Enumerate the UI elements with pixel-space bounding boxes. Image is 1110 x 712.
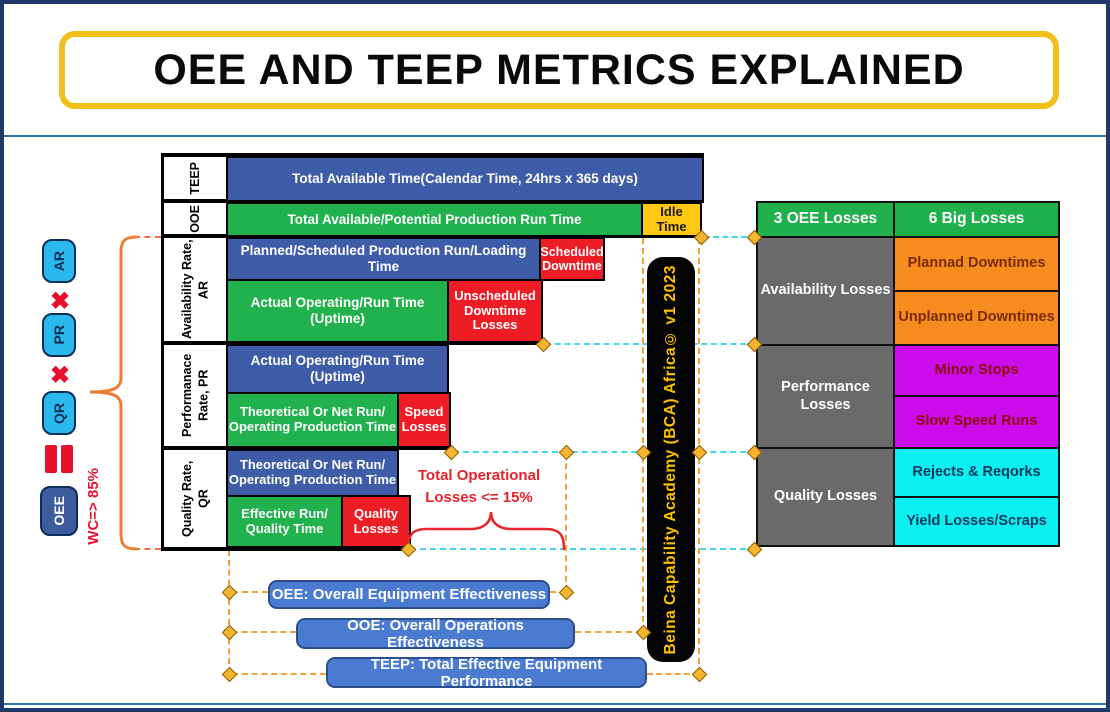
row-label-quality-rate: Quality Rate, QR bbox=[179, 460, 210, 537]
bar-theoretical-net-run-green: Theoretical Or Net Run/ Operating Produc… bbox=[226, 392, 399, 448]
row-label-availability-rate: Availability Rate, AR bbox=[179, 239, 210, 340]
connector-diamond bbox=[691, 666, 707, 682]
bar-total-potential-run-time: Total Available/Potential Production Run… bbox=[226, 202, 643, 237]
connector-diamond bbox=[558, 444, 574, 460]
connector-diamond bbox=[558, 584, 574, 600]
legend-ooe-button: OOE: Overall Operations Effectiveness bbox=[296, 617, 575, 651]
bar-actual-operating-time-blue: Actual Operating/Run Time (Uptime) bbox=[226, 344, 449, 394]
loss-item-rejects-reworks: Rejects & Reqorks bbox=[893, 447, 1060, 498]
bar-unscheduled-downtime-losses: Unscheduled Downtime Losses bbox=[447, 279, 543, 343]
operational-losses-note: Total Operational Losses <= 15% bbox=[417, 466, 541, 507]
formula-brace bbox=[89, 235, 138, 551]
row-divider bbox=[161, 547, 414, 551]
connector-cyan bbox=[704, 236, 756, 238]
connector-cyan bbox=[410, 548, 756, 550]
bar-idle-time: Idle Time bbox=[641, 202, 702, 237]
qr-badge-label: QR bbox=[51, 402, 67, 424]
multiply-icon: ✖ bbox=[49, 362, 71, 389]
connector-cyan bbox=[453, 451, 756, 453]
connector-orange-horizontal bbox=[232, 631, 296, 633]
connector-diamond bbox=[221, 584, 237, 600]
connector-orange-vertical bbox=[228, 550, 230, 674]
bar-quality-losses: Quality Losses bbox=[341, 495, 411, 548]
connector-diamond bbox=[221, 624, 237, 640]
legend-oee-button: OEE: Overall Equipment Effectiveness bbox=[268, 580, 550, 609]
page-title: OEE AND TEEP METRICS EXPLAINED bbox=[153, 45, 965, 94]
loss-item-yield-losses: Yield Losses/Scraps bbox=[893, 496, 1060, 547]
loss-item-slow-speed-runs: Slow Speed Runs bbox=[893, 395, 1060, 449]
bar-planned-loading-time: Planned/Scheduled Production Run/Loading… bbox=[226, 237, 541, 281]
pr-badge: PR bbox=[42, 313, 76, 357]
loss-item-planned-downtimes: Plannad Downtimes bbox=[893, 236, 1060, 292]
bar-total-available-time: Total Available Time(Calendar Time, 24hr… bbox=[226, 156, 704, 202]
connector-orange-horizontal bbox=[550, 591, 566, 593]
pr-badge-label: PR bbox=[51, 325, 67, 345]
multiply-icon: ✖ bbox=[49, 288, 71, 315]
loss-item-unplanned-downtimes: Unplanned Downtimes bbox=[893, 290, 1060, 346]
loss-group-quality: Quality Losses bbox=[756, 447, 895, 547]
losses-header-6-big: 6 Big Losses bbox=[893, 201, 1060, 238]
footer-divider bbox=[4, 703, 1106, 705]
equals-icon bbox=[45, 445, 57, 473]
row-label-performance-rate: Performanace Rate, PR bbox=[179, 353, 210, 438]
oee-badge-label: OEE bbox=[51, 496, 67, 526]
row-label-ooe: OOE bbox=[187, 204, 202, 233]
bar-theoretical-net-run-blue: Theoretical Or Net Run/ Operating Produc… bbox=[226, 449, 399, 497]
connector-orange-horizontal bbox=[647, 673, 699, 675]
ar-badge-label: AR bbox=[51, 250, 67, 272]
connector-orange-vertical bbox=[565, 453, 567, 592]
bar-scheduled-downtime: Scheduled Downtime bbox=[539, 237, 605, 281]
loss-item-minor-stops: Minor Stops bbox=[893, 344, 1060, 397]
bar-speed-losses: Speed Losses bbox=[397, 392, 451, 448]
qr-badge: QR bbox=[42, 391, 76, 435]
credit-bar: Beina Capability Academy (BCA) Africa© v… bbox=[647, 257, 695, 662]
brace-connector bbox=[134, 236, 161, 238]
connector-orange-horizontal bbox=[575, 631, 642, 633]
connector-orange-vertical bbox=[642, 238, 644, 632]
connector-orange-horizontal bbox=[232, 591, 268, 593]
bar-effective-run-quality-time: Effective Run/ Quality Time bbox=[226, 495, 343, 548]
credit-text: Beina Capability Academy (BCA) Africa© v… bbox=[662, 264, 679, 655]
oee-badge: OEE bbox=[40, 486, 78, 536]
legend-teep-button: TEEP: Total Effective Equipment Performa… bbox=[326, 656, 647, 690]
connector-orange-horizontal bbox=[232, 673, 326, 675]
chart-left-axis bbox=[161, 154, 164, 550]
brace-connector bbox=[134, 548, 161, 550]
ar-badge: AR bbox=[42, 239, 76, 283]
operational-losses-brace bbox=[406, 511, 566, 551]
equals-icon bbox=[61, 445, 73, 473]
loss-group-performance: Performance Losses bbox=[756, 344, 895, 449]
header-divider bbox=[4, 135, 1106, 137]
row-divider bbox=[161, 153, 704, 157]
connector-diamond bbox=[221, 666, 237, 682]
loss-group-availability: Availability Losses bbox=[756, 236, 895, 346]
losses-header-3-oee: 3 OEE Losses bbox=[756, 201, 895, 238]
title-banner: OEE AND TEEP METRICS EXPLAINED bbox=[59, 31, 1059, 109]
row-label-teep: TEEP bbox=[187, 161, 202, 195]
bar-actual-operating-time-green: Actual Operating/Run Time (Uptime) bbox=[226, 279, 449, 343]
